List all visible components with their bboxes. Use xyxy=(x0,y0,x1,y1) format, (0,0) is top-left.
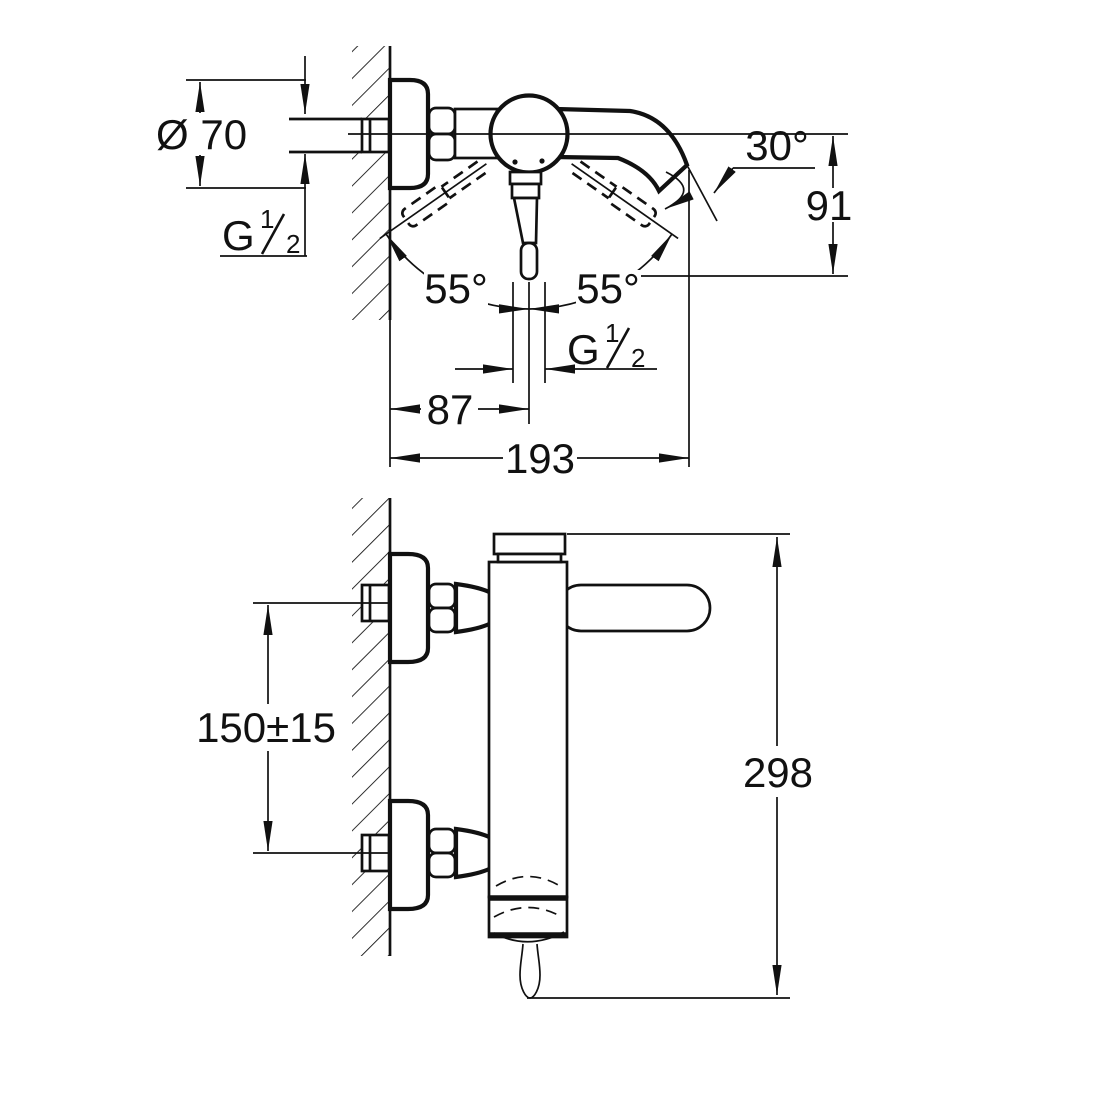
dim-connection-spacing-label: 150±15 xyxy=(196,704,336,751)
dim-thread-outlet: G 1 2 xyxy=(455,318,657,374)
thread-letter: G xyxy=(567,326,600,373)
thread-numerator: 1 xyxy=(260,204,274,234)
top-view: 55° 55° Ø 70 G 1 2 30° xyxy=(156,46,852,482)
upper-connection xyxy=(360,551,506,665)
dim-overall-height: 298 xyxy=(527,533,813,999)
lower-connection xyxy=(360,798,506,912)
dim-projection: 193 xyxy=(390,435,689,482)
dim-wall-to-outlet-label: 87 xyxy=(427,386,474,433)
dim-spout-drop: 91 xyxy=(641,136,853,277)
dim-flange-diameter: Ø 70 xyxy=(156,79,306,189)
water-droplet xyxy=(519,943,541,999)
lever-swung-left xyxy=(379,160,487,240)
cartridge-cap xyxy=(492,532,567,556)
thread-denominator: 2 xyxy=(286,229,300,259)
thread-letter: G xyxy=(222,212,255,259)
front-view: 150±15 298 xyxy=(196,498,813,999)
dim-wall-to-outlet: 87 xyxy=(390,386,529,433)
inlet-tailpiece xyxy=(360,117,391,154)
body-front-view xyxy=(487,560,569,899)
dim-overall-height-label: 298 xyxy=(743,749,813,796)
thread-denominator: 2 xyxy=(631,343,645,373)
dim-thread-inlet: G 1 2 xyxy=(220,56,310,259)
dim-swing-right-label: 55° xyxy=(576,265,640,312)
wall-hatch-front-view xyxy=(352,498,390,956)
lever-front-view xyxy=(556,583,712,633)
dim-swing-left-label: 55° xyxy=(424,265,488,312)
escutcheon-lower xyxy=(387,798,431,912)
dim-spout-angle-label: 30° xyxy=(745,122,809,169)
lever-swung-right xyxy=(571,160,679,240)
escutcheon-upper xyxy=(387,551,431,665)
dim-projection-label: 193 xyxy=(505,435,575,482)
outlet-housing xyxy=(487,875,569,943)
dim-connection-spacing: 150±15 xyxy=(196,602,390,854)
spout-top-view xyxy=(553,106,690,195)
thread-numerator: 1 xyxy=(605,318,619,348)
wall-hatch-top-view xyxy=(352,46,390,320)
lever-top-view xyxy=(508,170,543,281)
dim-spout-drop-label: 91 xyxy=(806,182,853,229)
dim-spout-angle: 30° xyxy=(664,122,815,222)
dim-flange-diameter-label: Ø 70 xyxy=(156,111,247,158)
